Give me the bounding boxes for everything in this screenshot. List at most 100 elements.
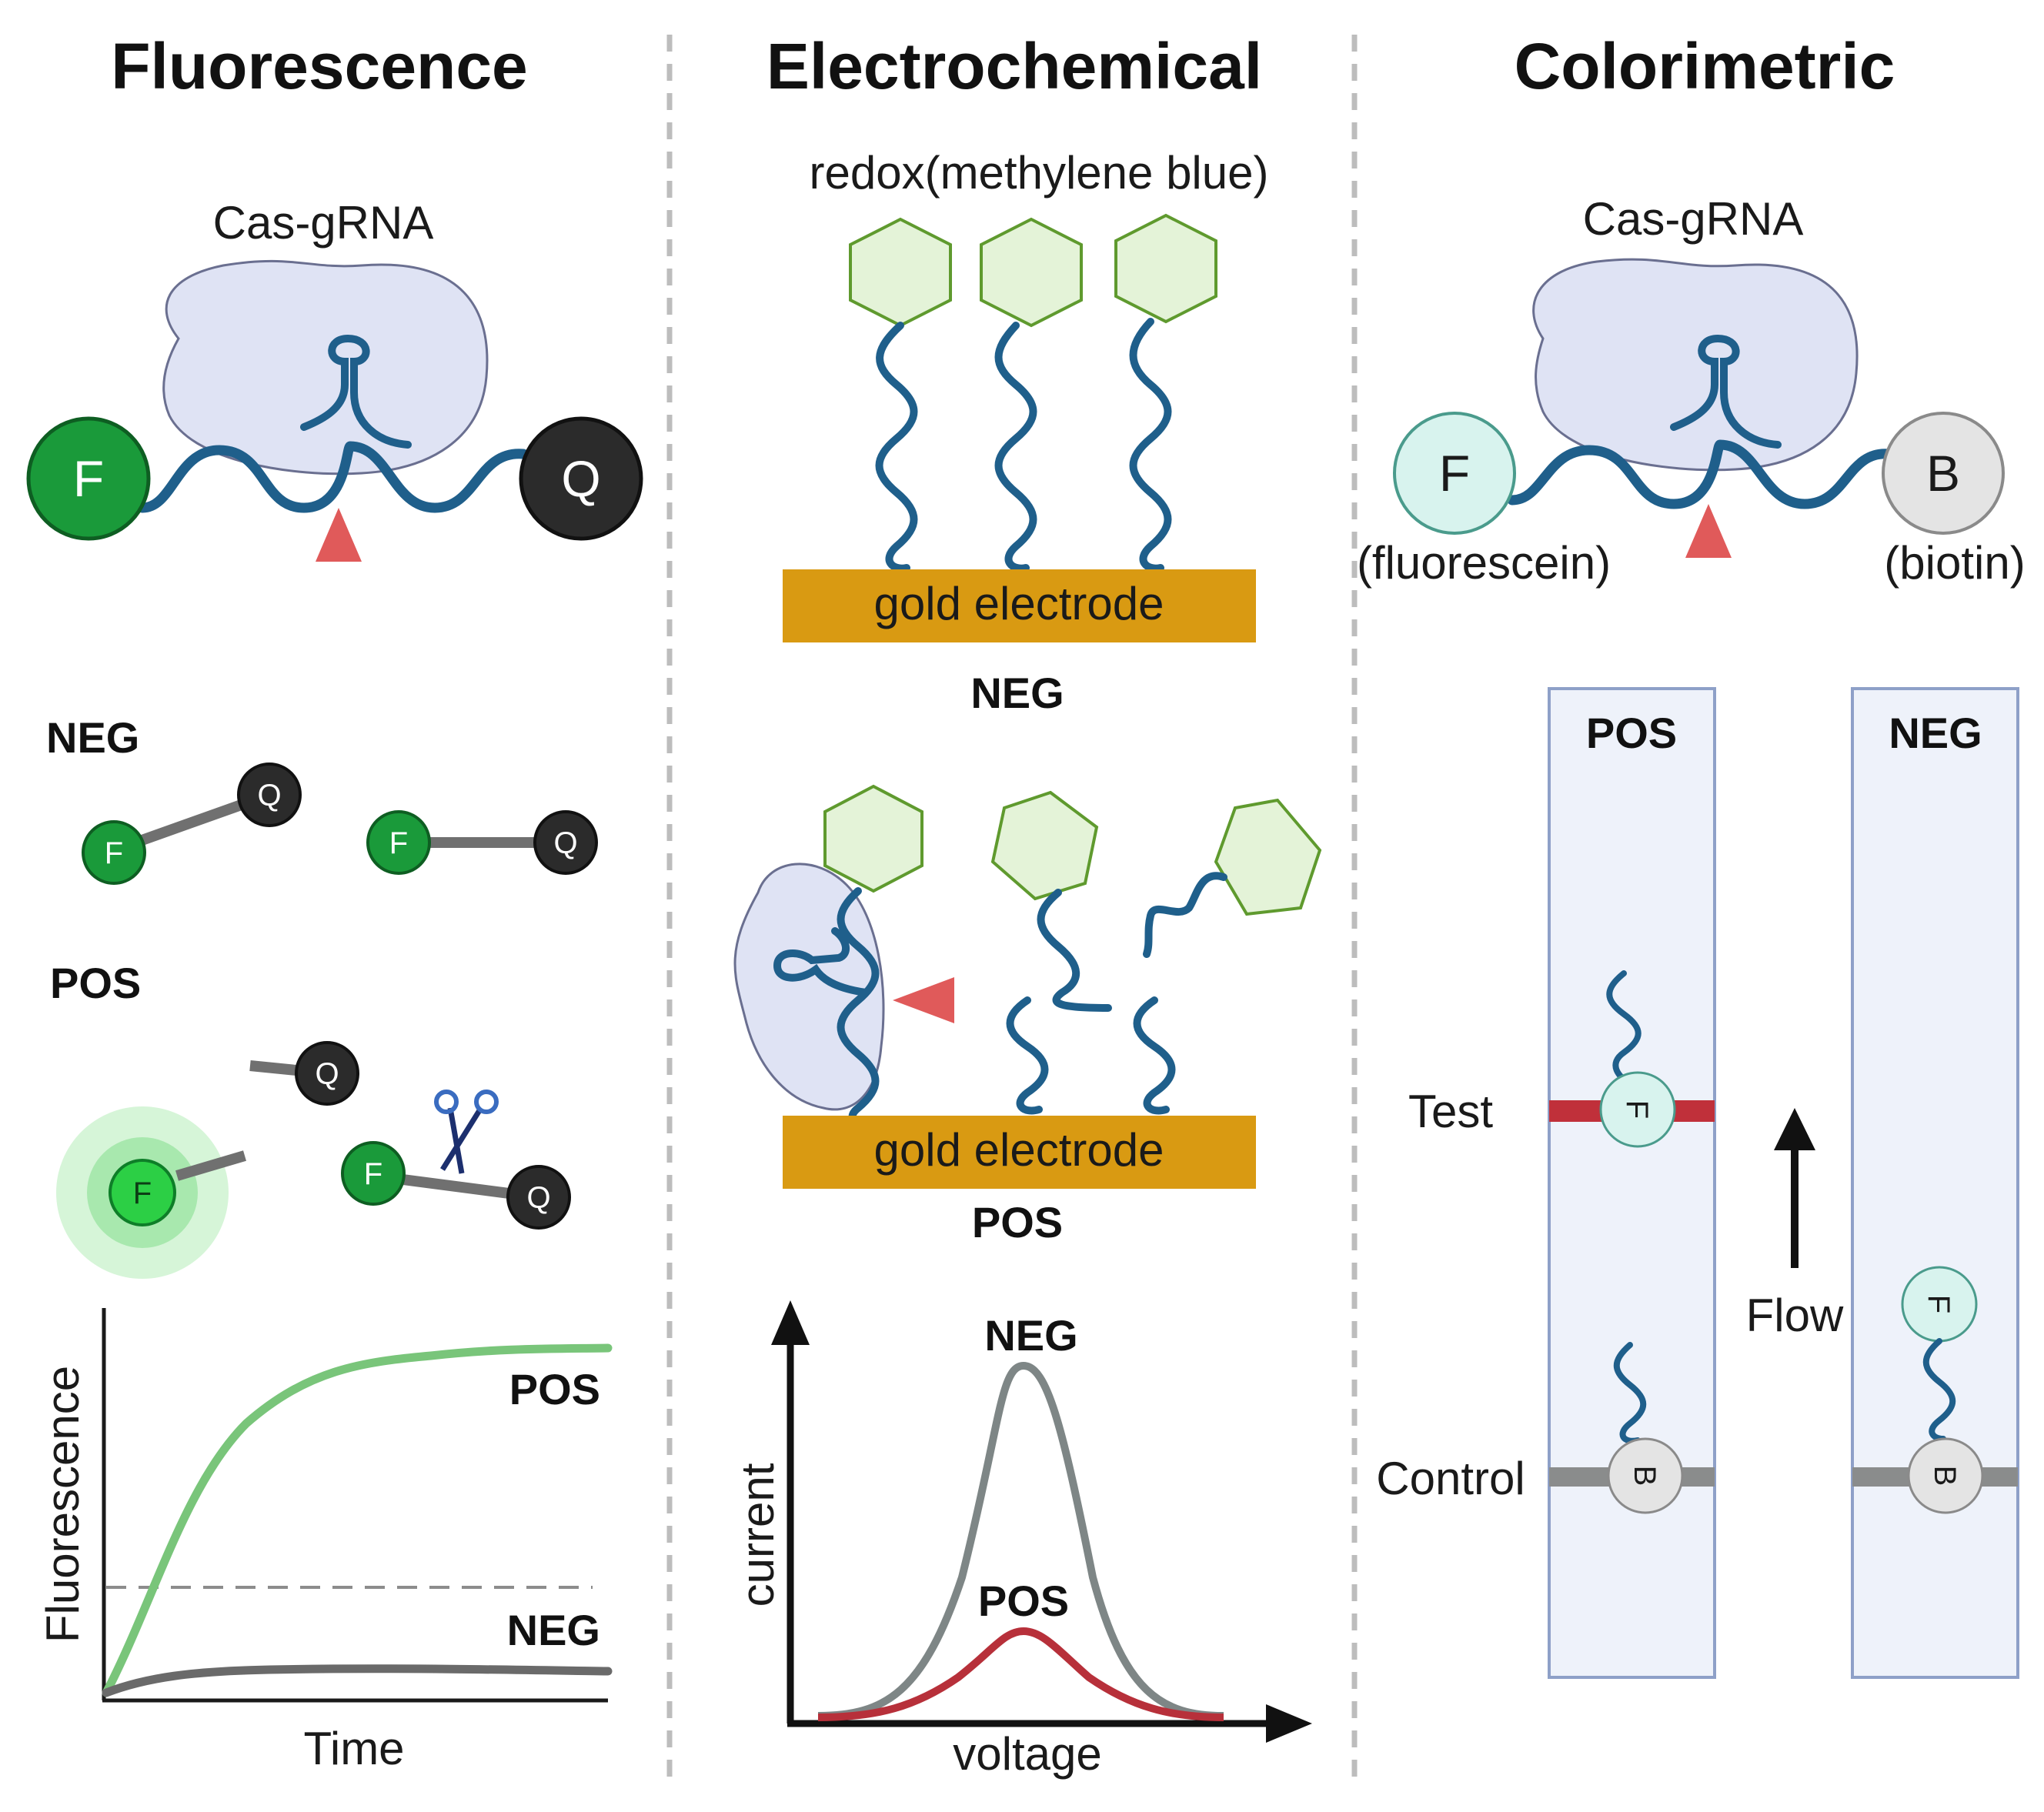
methylene-blue-hexagon-icon [1114,213,1217,324]
biotin-name-label: (biotin) [1884,537,2025,589]
grna-hairpin-icon [1670,334,1782,449]
neg-peak-label: NEG [984,1311,1077,1360]
captured-reporter-strand [1606,970,1642,1090]
biotin-node-label: B [1926,445,1960,502]
quencher-icon [506,1165,571,1230]
fluorescein-icon [1599,1071,1676,1148]
quencher-icon [519,416,643,541]
quencher-label: Q [526,1181,550,1215]
pos-curve-label: POS [509,1365,600,1413]
fluorescence-chart: POS NEG Fluorescence Time [37,1308,613,1774]
fluorescence-pos-label: POS [50,959,141,1007]
redox-probe [980,217,1083,572]
chart-y-label: Fluorescence [37,1366,89,1643]
scissors-icon [434,1090,499,1174]
cleavage-site-marker-icon [316,508,362,562]
fluorophore-icon [341,1141,406,1206]
cas-protein-icon [1532,258,1859,472]
fluorescence-panel: Fluorescence Cas-gRNA F Q NEG F Q F Q PO… [26,30,643,1774]
dna-probe-strand [994,322,1037,572]
redox-probe [849,217,952,572]
quencher-label: Q [257,779,281,813]
fluorescein-node-label: F [1922,1295,1955,1313]
methylene-blue-hexagon-icon [1214,798,1322,916]
x-axis-arrow-icon [1266,1704,1312,1743]
quencher-icon [295,1041,359,1106]
fluorophore-label: F [105,836,123,870]
neg-curve-label: NEG [507,1606,600,1654]
methylene-blue-hexagon-icon [990,790,1099,901]
fluorescein-icon [1393,412,1516,535]
fluorescein-node-label: F [1439,445,1470,502]
biotin-icon [1607,1437,1684,1514]
gold-electrode-label: gold electrode [874,578,1164,629]
gold-electrode [783,569,1256,642]
fluorophore-label: F [133,1176,152,1210]
test-label: Test [1408,1086,1493,1137]
y-axis-arrow-icon [771,1300,810,1345]
fluorophore-icon [26,416,151,541]
chart-x-label: voltage [953,1728,1101,1780]
fluorophore-label: F [364,1157,382,1191]
neg-curve [102,1664,613,1697]
cleaved-probe-fragment [1143,872,1227,958]
fluorophore-icon [366,810,431,875]
electrochemical-pos-label: POS [972,1198,1063,1246]
fluorescein-node-label: F [1620,1100,1654,1119]
biotin-node-label: B [1628,1466,1662,1487]
cas-grna-label: Cas-gRNA [1583,193,1804,245]
electrochemical-panel: Electrochemical redox(methylene blue) go… [732,30,1322,1780]
redox-probe [1114,213,1217,572]
cleavage-site-marker-icon [1685,504,1732,558]
grna-hairpin-icon [773,927,870,996]
gold-electrode [783,1116,1256,1189]
chart-x-label: Time [303,1723,404,1774]
lateral-flow-strip-neg [1851,687,2019,1679]
flow-arrow-icon [1774,1108,1815,1150]
methylene-blue-hexagon-icon [823,784,923,893]
fluorescence-neg-label: NEG [46,713,139,762]
cleaved-reporter-fragment [175,1150,246,1181]
pos-curve [102,1343,613,1697]
quencher-icon [237,763,302,827]
biotin-icon [1882,412,2005,535]
dna-probe-strand [837,887,880,1126]
chart-y-label: current [732,1463,783,1607]
cas-grna-label: Cas-gRNA [213,197,434,249]
neg-peak-curve [817,1361,1224,1720]
methylene-blue-hexagon-icon [980,217,1083,328]
fluorophore-label: F [389,826,408,860]
cas-protein-icon [733,863,885,1111]
electrochemical-neg-label: NEG [970,669,1064,717]
reporter-dna-strand [137,441,571,513]
biotin-icon [1907,1437,1984,1514]
quencher-label: Q [561,450,600,507]
pos-peak-curve [817,1627,1224,1721]
biotin-node-label: B [1928,1466,1962,1487]
colorimetric-title: Colorimetric [1515,30,1895,102]
captured-reporter-strand [1613,1342,1647,1444]
colorimetric-panel: Colorimetric Cas-gRNA F B (fluorescein) … [1357,30,2026,1679]
grna-hairpin-icon [300,334,412,449]
fluorophore-icon [82,820,146,885]
dna-probe-strand [875,322,918,572]
quencher-icon [533,810,598,875]
dna-probe-strand [1129,318,1172,572]
strip-neg-label: NEG [1889,709,1982,757]
electrochemical-title: Electrochemical [766,30,1262,102]
strip-pos-label: POS [1586,709,1677,757]
control-label: Control [1376,1453,1525,1504]
cleavage-site-marker-icon [893,977,954,1023]
redox-label: redox(methylene blue) [810,147,1269,199]
gold-electrode-label: gold electrode [874,1124,1164,1176]
fluorescein-name-label: (fluorescein) [1357,537,1611,589]
quencher-label: Q [553,826,577,860]
methylene-blue-hexagon-icon [849,217,952,328]
cleaved-probe-stub [1133,996,1176,1115]
voltammetry-chart: NEG POS current voltage [732,1300,1312,1780]
cleaved-probe-fragment [1037,889,1112,1012]
cas-protein-icon [162,259,489,476]
fluorophore-icon [109,1159,176,1226]
fluorescence-title: Fluorescence [111,30,528,102]
